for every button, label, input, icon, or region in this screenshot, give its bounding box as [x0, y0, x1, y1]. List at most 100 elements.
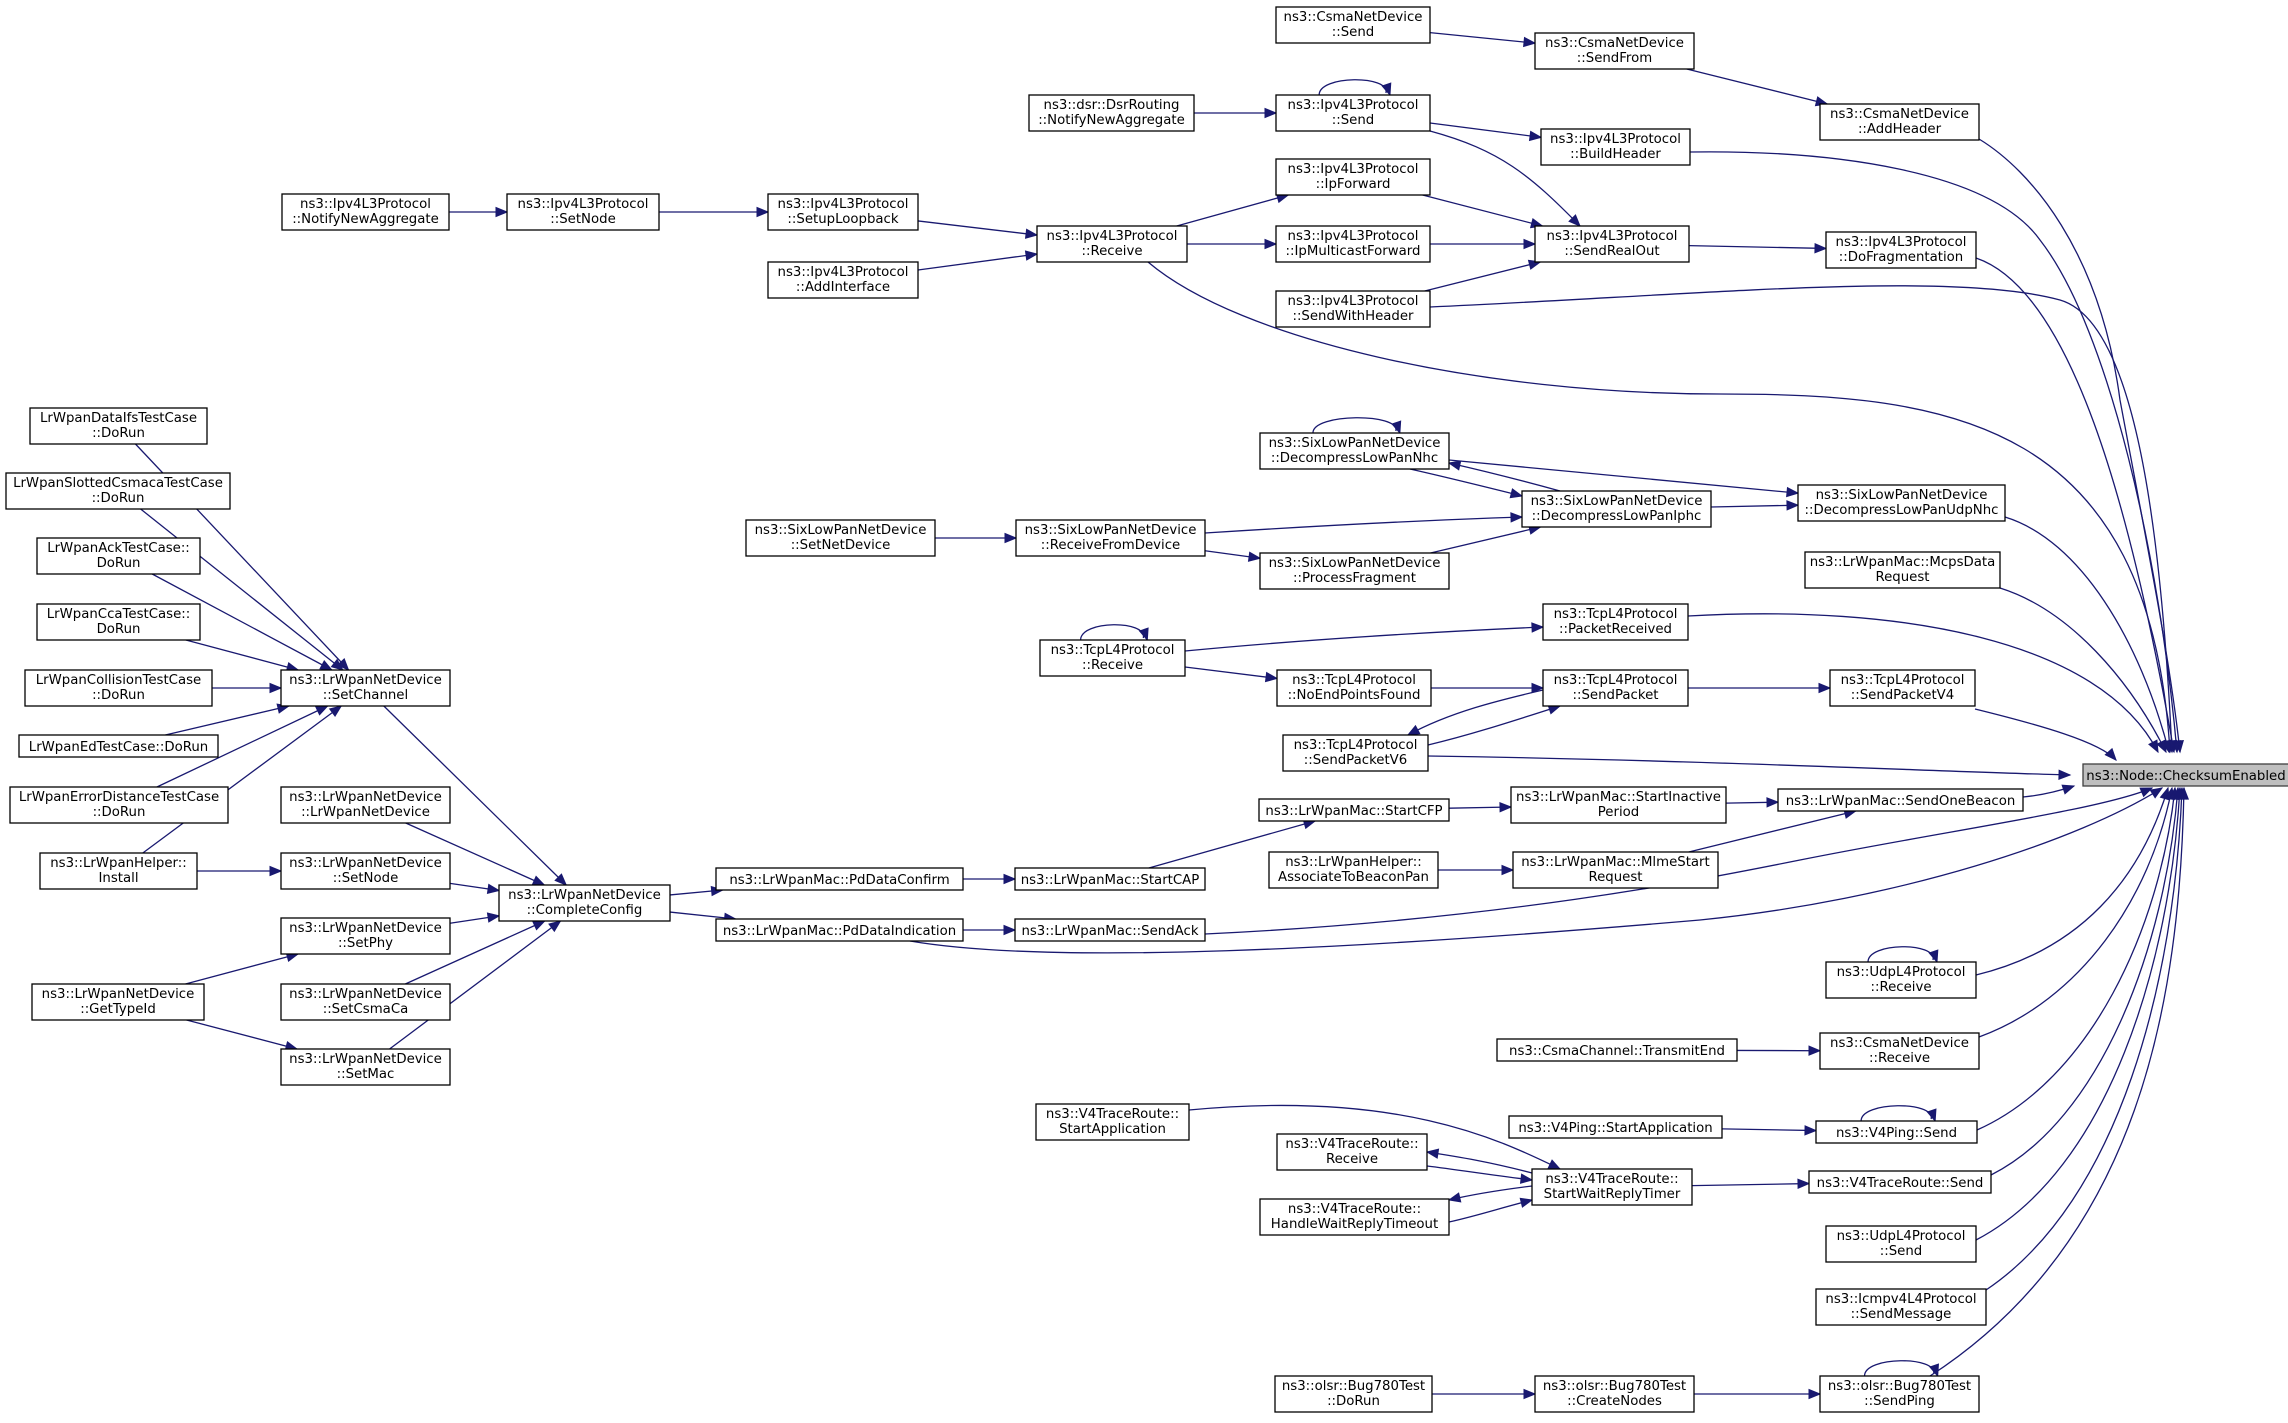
- node-ipv4-sendrealout[interactable]: ns3::Ipv4L3Protocol::SendRealOut: [1534, 225, 1690, 263]
- node-label: ::SetCsmaCa: [323, 1002, 409, 1017]
- node-tc-collision[interactable]: LrWpanCollisionTestCase::DoRun: [24, 669, 213, 707]
- edge-arrowhead: [2149, 787, 2164, 799]
- node-nd-gettypeid[interactable]: ns3::LrWpanNetDevice::GetTypeId: [31, 983, 205, 1021]
- node-helper-associate[interactable]: ns3::LrWpanHelper::AssociateToBeaconPan: [1268, 851, 1439, 889]
- node-udp-send[interactable]: ns3::UdpL4Protocol::Send: [1825, 1225, 1977, 1263]
- node-label: ::SetNode: [333, 871, 399, 886]
- node-target[interactable]: ns3::Node::ChecksumEnabled: [2082, 763, 2288, 787]
- edge-line: [1422, 194, 1543, 227]
- node-label: ns3::Ipv4L3Protocol: [778, 265, 909, 280]
- node-tr-startapp[interactable]: ns3::V4TraceRoute::StartApplication: [1035, 1103, 1190, 1141]
- node-box: [280, 669, 451, 707]
- node-tcp-sendpacketv6[interactable]: ns3::TcpL4Protocol::SendPacketV6: [1282, 734, 1429, 772]
- node-ipv4-dofrag[interactable]: ns3::Ipv4L3Protocol::DoFragmentation: [1825, 231, 1977, 269]
- node-tc-dataifs[interactable]: LrWpanDataIfsTestCase::DoRun: [29, 407, 208, 445]
- edge-arrowhead: [1804, 1125, 1818, 1136]
- call-edge-tc_collision-to-nd_setchannel: [212, 682, 283, 694]
- node-ipv4-send[interactable]: ns3::Ipv4L3Protocol::Send: [1275, 94, 1431, 132]
- node-tc-ack[interactable]: LrWpanAckTestCase::DoRun: [36, 537, 201, 575]
- node-nd-setphy[interactable]: ns3::LrWpanNetDevice::SetPhy: [280, 917, 451, 955]
- node-csma-send[interactable]: ns3::CsmaNetDevice::Send: [1275, 6, 1431, 44]
- node-layer: ns3::Node::ChecksumEnabledns3::CsmaNetDe…: [5, 6, 2288, 1413]
- node-label: ns3::Ipv4L3Protocol: [300, 197, 431, 212]
- node-dsr-notify[interactable]: ns3::dsr::DsrRouting::NotifyNewAggregate: [1028, 94, 1195, 132]
- node-box: [1819, 1032, 1980, 1070]
- node-box: [1542, 603, 1689, 641]
- edge-arrowhead: [314, 705, 329, 716]
- node-label: ns3::Ipv4L3Protocol: [1288, 98, 1419, 113]
- node-tcp-packetreceived[interactable]: ns3::TcpL4Protocol::PacketReceived: [1542, 603, 1689, 641]
- node-label: LrWpanCollisionTestCase: [36, 673, 201, 688]
- node-tcp-noendpoints[interactable]: ns3::TcpL4Protocol::NoEndPointsFound: [1276, 669, 1432, 707]
- node-ipv4-setnode[interactable]: ns3::Ipv4L3Protocol::SetNode: [506, 193, 660, 231]
- node-tc-cca[interactable]: LrWpanCcaTestCase::DoRun: [36, 603, 201, 641]
- node-tr-startwait[interactable]: ns3::V4TraceRoute::StartWaitReplyTimer: [1531, 1168, 1693, 1206]
- node-tr-handletimeout[interactable]: ns3::V4TraceRoute::HandleWaitReplyTimeou…: [1259, 1198, 1450, 1236]
- node-olsr-sendping[interactable]: ns3::olsr::Bug780Test::SendPing: [1819, 1375, 1980, 1413]
- node-label: ::Receive: [1082, 658, 1143, 673]
- node-tc-slotted[interactable]: LrWpanSlottedCsmacaTestCase::DoRun: [5, 472, 231, 510]
- edge-line: [165, 705, 289, 736]
- node-nd-setcsmaca[interactable]: ns3::LrWpanNetDevice::SetCsmaCa: [280, 983, 451, 1021]
- node-mac-sendack[interactable]: ns3::LrWpanMac::SendAck: [1014, 918, 1206, 942]
- node-ping-startapp[interactable]: ns3::V4Ping::StartApplication: [1508, 1115, 1723, 1139]
- call-edge-six_decompiphc-to-six_decompudpnhc: [1710, 500, 1800, 511]
- node-nd-setnode[interactable]: ns3::LrWpanNetDevice::SetNode: [280, 852, 451, 890]
- node-six-decompudpnhc[interactable]: ns3::SixLowPanNetDevice::DecompressLowPa…: [1797, 484, 2006, 522]
- node-tr-receive[interactable]: ns3::V4TraceRoute::Receive: [1276, 1133, 1428, 1171]
- node-ipv4-receive[interactable]: ns3::Ipv4L3Protocol::Receive: [1036, 225, 1188, 263]
- node-six-setnetdevice[interactable]: ns3::SixLowPanNetDevice::SetNetDevice: [745, 519, 936, 557]
- node-icmp-sendmessage[interactable]: ns3::Icmpv4L4Protocol::SendMessage: [1815, 1288, 1987, 1326]
- node-csma-sendfrom[interactable]: ns3::CsmaNetDevice::SendFrom: [1534, 32, 1695, 70]
- node-tcp-sendpacket[interactable]: ns3::TcpL4Protocol::SendPacket: [1542, 669, 1689, 707]
- node-mac-startcap[interactable]: ns3::LrWpanMac::StartCAP: [1014, 867, 1206, 891]
- node-ipv4-addinterface[interactable]: ns3::Ipv4L3Protocol::AddInterface: [767, 261, 919, 299]
- edge-line: [1863, 1360, 1935, 1377]
- node-box: [36, 603, 201, 641]
- node-ping-send[interactable]: ns3::V4Ping::Send: [1815, 1120, 1978, 1144]
- node-csmach-transmitend[interactable]: ns3::CsmaChannel::TransmitEnd: [1496, 1038, 1738, 1062]
- node-nd-setchannel[interactable]: ns3::LrWpanNetDevice::SetChannel: [280, 669, 451, 707]
- call-edge-csma_send-to-csma_sendfrom: [1429, 32, 1537, 48]
- node-tcp-sendpacketv4[interactable]: ns3::TcpL4Protocol::SendPacketV4: [1829, 669, 1976, 707]
- node-tcp-receive[interactable]: ns3::TcpL4Protocol::Receive: [1039, 639, 1186, 677]
- node-ipv4-notify[interactable]: ns3::Ipv4L3Protocol::NotifyNewAggregate: [281, 193, 450, 231]
- node-label: ::SetupLoopback: [787, 212, 898, 227]
- node-nd-ctor[interactable]: ns3::LrWpanNetDevice::LrWpanNetDevice: [280, 786, 451, 824]
- node-box: [1521, 490, 1712, 528]
- edge-line: [383, 705, 567, 886]
- node-mac-sendonebeacon[interactable]: ns3::LrWpanMac::SendOneBeacon: [1777, 788, 2024, 812]
- edge-arrowhead: [1786, 486, 1800, 498]
- node-box: [39, 852, 198, 890]
- edge-line: [1990, 787, 2179, 1176]
- node-mac-startcfp[interactable]: ns3::LrWpanMac::StartCFP: [1258, 798, 1450, 822]
- node-olsr-createnodes[interactable]: ns3::olsr::Bug780Test::CreateNodes: [1534, 1375, 1695, 1413]
- node-ipv4-setuploopback[interactable]: ns3::Ipv4L3Protocol::SetupLoopback: [767, 193, 919, 231]
- node-ipv4-sendwithheader[interactable]: ns3::Ipv4L3Protocol::SendWithHeader: [1275, 290, 1431, 328]
- node-tc-ed[interactable]: LrWpanEdTestCase::DoRun: [18, 734, 219, 758]
- node-tr-send[interactable]: ns3::V4TraceRoute::Send: [1808, 1170, 1992, 1194]
- node-nd-completeconfig[interactable]: ns3::LrWpanNetDevice::CompleteConfig: [498, 884, 671, 922]
- node-mac-pddataind[interactable]: ns3::LrWpanMac::PdDataIndication: [715, 918, 964, 942]
- node-six-decompiphc[interactable]: ns3::SixLowPanNetDevice::DecompressLowPa…: [1521, 490, 1712, 528]
- node-six-receivefrom[interactable]: ns3::SixLowPanNetDevice::ReceiveFromDevi…: [1015, 519, 1206, 557]
- node-mac-pddataconfirm[interactable]: ns3::LrWpanMac::PdDataConfirm: [715, 867, 964, 891]
- node-csma-addheader[interactable]: ns3::CsmaNetDevice::AddHeader: [1819, 103, 1980, 141]
- node-ipv4-ipforward[interactable]: ns3::Ipv4L3Protocol::IpForward: [1275, 158, 1431, 196]
- node-six-processfrag[interactable]: ns3::SixLowPanNetDevice::ProcessFragment: [1259, 552, 1450, 590]
- node-ipv4-ipmulticast[interactable]: ns3::Ipv4L3Protocol::IpMulticastForward: [1275, 225, 1431, 263]
- call-edge-udp_receive-to-target: [1975, 786, 2170, 976]
- node-label: ::BuildHeader: [1570, 147, 1661, 162]
- node-csma-receive[interactable]: ns3::CsmaNetDevice::Receive: [1819, 1032, 1980, 1070]
- node-olsr-dorun[interactable]: ns3::olsr::Bug780Test::DoRun: [1274, 1375, 1433, 1413]
- node-six-decompnhc[interactable]: ns3::SixLowPanNetDevice::DecompressLowPa…: [1259, 432, 1450, 470]
- node-helper-install[interactable]: ns3::LrWpanHelper::Install: [39, 852, 198, 890]
- node-nd-setmac[interactable]: ns3::LrWpanNetDevice::SetMac: [280, 1048, 451, 1086]
- node-udp-receive[interactable]: ns3::UdpL4Protocol::Receive: [1825, 961, 1977, 999]
- node-ipv4-buildheader[interactable]: ns3::Ipv4L3Protocol::BuildHeader: [1540, 128, 1691, 166]
- node-tc-errordist[interactable]: LrWpanErrorDistanceTestCase::DoRun: [9, 786, 229, 824]
- edge-line: [1975, 787, 2169, 976]
